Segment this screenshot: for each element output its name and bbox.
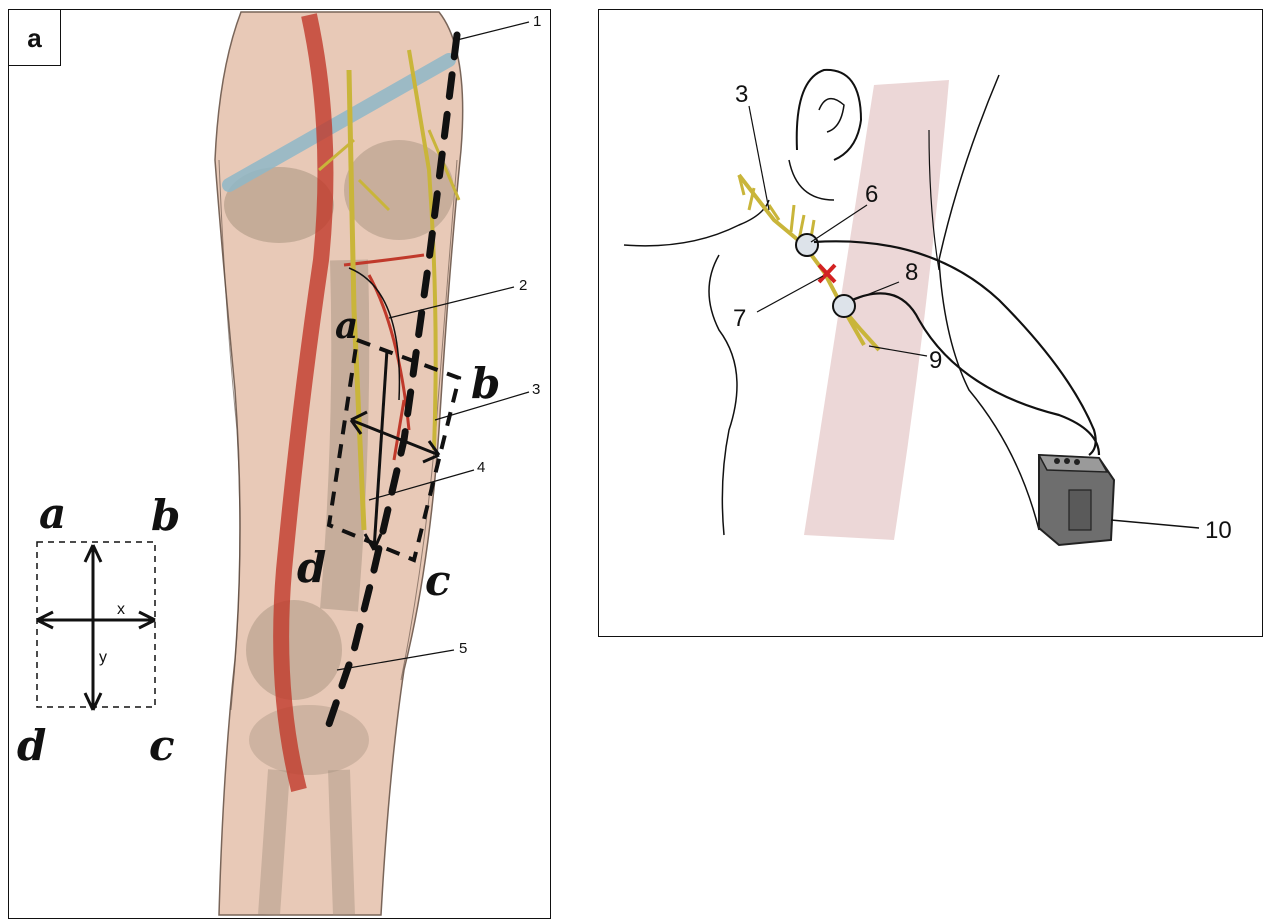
ear xyxy=(797,70,861,160)
electrode-distal xyxy=(833,295,855,317)
panel-a: 1 2 3 4 5 a b c d a b c d x y a xyxy=(8,9,551,919)
femoral-head xyxy=(344,140,454,240)
schema-a: a xyxy=(39,489,66,538)
callout-b-10: 10 xyxy=(1205,517,1232,544)
panel-b: 3 6 7 8 9 10 xyxy=(598,9,1263,637)
callout-b-3: 3 xyxy=(735,81,748,108)
callout-2: 2 xyxy=(519,277,527,294)
schema-y: y xyxy=(99,649,107,666)
corner-b: b xyxy=(471,359,500,408)
schema-d: d xyxy=(17,721,46,770)
shoulder-outline xyxy=(939,75,1039,530)
callout-4: 4 xyxy=(477,459,485,476)
callout-3: 3 xyxy=(532,381,540,398)
neck-illustration: 3 6 7 8 9 10 xyxy=(599,10,1264,638)
corner-d: d xyxy=(297,543,326,592)
callout-5: 5 xyxy=(459,640,467,657)
corner-a: a xyxy=(335,305,358,347)
schema-b: b xyxy=(151,491,180,540)
schema-c: c xyxy=(149,721,175,770)
callout-b-6: 6 xyxy=(865,181,878,208)
sternocleidomastoid-band xyxy=(804,80,949,540)
corner-c: c xyxy=(425,556,451,605)
schema-square xyxy=(37,542,155,707)
schema-x: x xyxy=(117,601,125,618)
knee-bone xyxy=(246,600,342,700)
electrode-proximal xyxy=(796,234,818,256)
callout-b-9: 9 xyxy=(929,347,942,374)
jaw-outline xyxy=(624,200,769,246)
callout-b-8: 8 xyxy=(905,259,918,286)
callout-b-7: 7 xyxy=(733,305,746,332)
callout-1: 1 xyxy=(533,13,541,30)
thigh-illustration: 1 2 3 4 5 a b c d a b c d x y xyxy=(9,10,552,920)
panel-letter-a: a xyxy=(9,10,61,66)
